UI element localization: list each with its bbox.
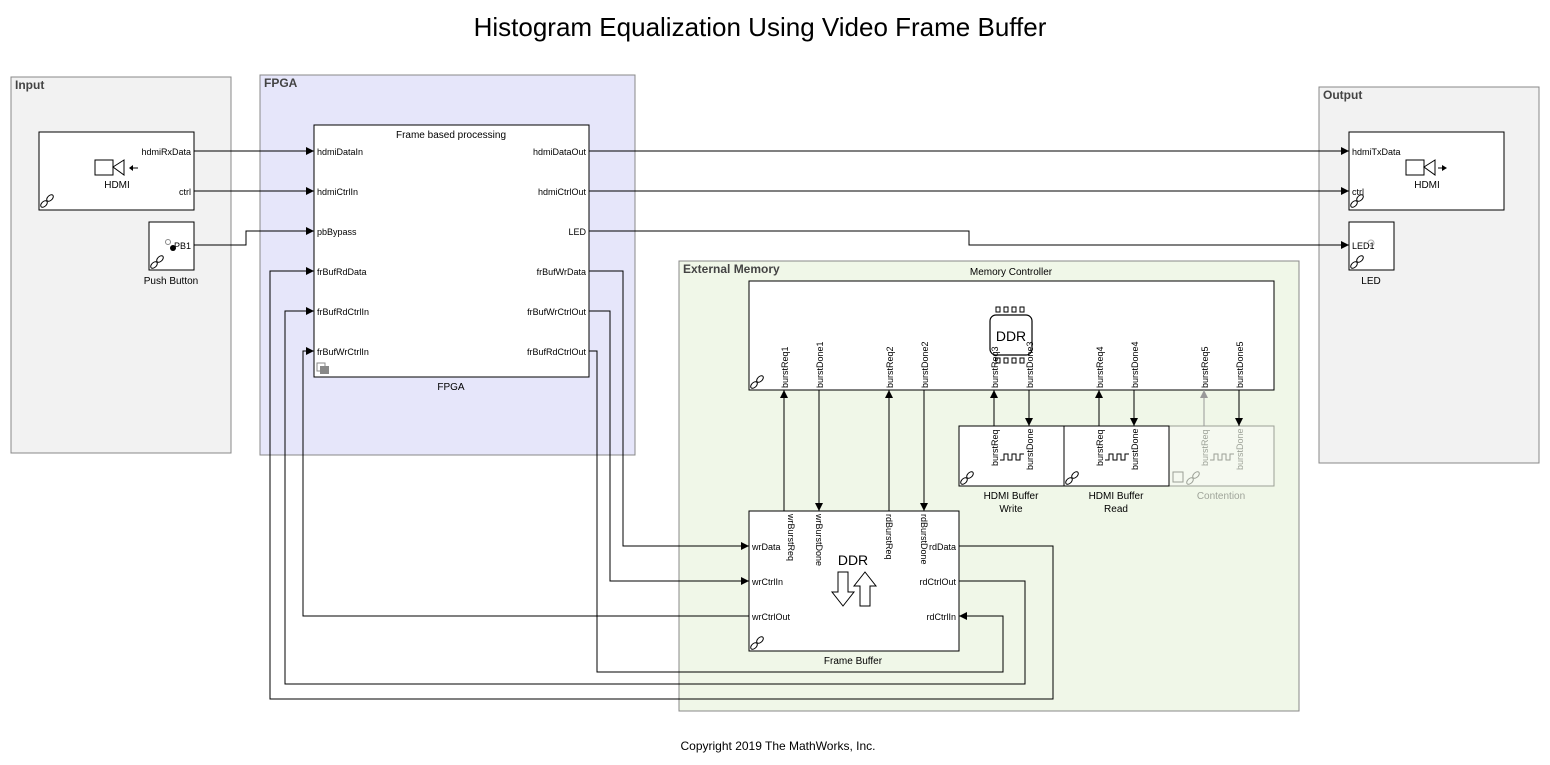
port-burstDone: burstDone (1130, 428, 1140, 470)
port-ctrl-out: ctrl (1352, 187, 1364, 197)
led-block[interactable]: LED1 LED (1348, 221, 1395, 287)
port-hdmiRxData: hdmiRxData (141, 147, 191, 157)
contention-caption: Contention (1197, 491, 1245, 502)
port-wrData: wrData (751, 542, 781, 552)
port-hdmiDataIn: hdmiDataIn (317, 147, 363, 157)
hdmi-input-block[interactable]: hdmiRxData ctrl HDMI (38, 131, 195, 211)
svg-text:DDR: DDR (838, 552, 868, 568)
port-burstDone4: burstDone4 (1130, 341, 1140, 388)
port-burstReq: burstReq (1200, 429, 1210, 466)
port-burstReq4: burstReq4 (1095, 346, 1105, 388)
port-burstDone2: burstDone2 (920, 341, 930, 388)
port-ctrl: ctrl (179, 187, 191, 197)
frame-buffer-block[interactable]: wrData wrCtrlIn wrCtrlOut rdData rdCtrlO… (748, 510, 960, 667)
hdmi-buffer-read-block[interactable]: burstReq burstDone HDMI Buffer Read (1063, 425, 1170, 515)
subsystem-icon (316, 362, 329, 374)
port-rdBurstDone: rdBurstDone (919, 514, 929, 565)
fpga-block-caption: FPGA (437, 382, 465, 393)
port-frBufRdData: frBufRdData (317, 267, 367, 277)
port-burstReq3: burstReq3 (990, 346, 1000, 388)
fpga-block-title: Frame based processing (396, 130, 506, 141)
port-rdCtrlIn: rdCtrlIn (926, 612, 956, 622)
memory-controller-block[interactable]: Memory Controller DDR burstReq1 burstDon… (748, 267, 1275, 391)
pulse-icon (1105, 453, 1129, 461)
port-burstDone1: burstDone1 (815, 341, 825, 388)
port-frBufRdCtrlOut: frBufRdCtrlOut (527, 347, 587, 357)
pulse-icon (1210, 453, 1234, 461)
frame-buffer-caption: Frame Buffer (824, 656, 883, 667)
hdmi-buffer-read-caption-2: Read (1104, 504, 1128, 515)
port-burstDone3: burstDone3 (1025, 341, 1035, 388)
port-burstReq: burstReq (990, 429, 1000, 466)
port-LED: LED (568, 227, 586, 237)
external-memory-area-title: External Memory (683, 262, 780, 276)
push-button-icon (165, 239, 176, 251)
led-caption: LED (1361, 276, 1380, 287)
port-wrBurstReq: wrBurstReq (786, 513, 796, 561)
port-rdBurstReq: rdBurstReq (884, 514, 894, 560)
port-burstReq2: burstReq2 (885, 346, 895, 388)
hdmi-buffer-write-caption-2: Write (999, 504, 1023, 515)
port-burstDone: burstDone (1025, 428, 1035, 470)
fpga-area-title: FPGA (264, 76, 298, 90)
camera-icon (94, 159, 138, 176)
hdmi-output-block[interactable]: hdmiTxData ctrl HDMI (1348, 131, 1505, 211)
port-burstDone: burstDone (1235, 428, 1245, 470)
hdmi-buffer-write-block[interactable]: burstReq burstDone HDMI Buffer Write (958, 425, 1065, 515)
camera-icon (1405, 159, 1447, 176)
port-rdData: rdData (929, 542, 956, 552)
page-title: Histogram Equalization Using Video Frame… (474, 12, 1047, 42)
copyright-text: Copyright 2019 The MathWorks, Inc. (681, 739, 876, 753)
port-burstDone5: burstDone5 (1235, 341, 1245, 388)
port-wrBurstDone: wrBurstDone (814, 513, 824, 566)
hdmi-buffer-write-caption-1: HDMI Buffer (984, 491, 1039, 502)
push-button-caption: Push Button (144, 276, 198, 287)
port-hdmiCtrlIn: hdmiCtrlIn (317, 187, 358, 197)
port-rdCtrlOut: rdCtrlOut (919, 577, 956, 587)
signal-lines (194, 147, 1349, 700)
port-hdmiDataOut: hdmiDataOut (533, 147, 587, 157)
port-pbBypass: pbBypass (317, 227, 357, 237)
fpga-block[interactable]: Frame based processing hdmiDataIn hdmiCt… (313, 124, 590, 393)
ddr-arrows-icon: DDR (830, 552, 878, 607)
port-frBufWrData: frBufWrData (537, 267, 586, 277)
port-frBufRdCtrlIn: frBufRdCtrlIn (317, 307, 369, 317)
port-wrCtrlIn: wrCtrlIn (751, 577, 783, 587)
contention-block[interactable]: burstReq burstDone Contention (1168, 425, 1275, 502)
output-area-title: Output (1323, 88, 1362, 102)
hdmi-input-caption: HDMI (104, 180, 130, 191)
port-burstReq: burstReq (1095, 429, 1105, 466)
port-hdmiCtrlOut: hdmiCtrlOut (538, 187, 587, 197)
led-label: LED1 (1352, 241, 1375, 251)
push-button-label: PB1 (174, 241, 191, 251)
push-button-block[interactable]: PB1 Push Button (144, 221, 198, 287)
led-icon (1367, 239, 1375, 247)
hdmi-buffer-read-caption-1: HDMI Buffer (1089, 491, 1144, 502)
input-area-title: Input (15, 78, 44, 92)
port-wrCtrlOut: wrCtrlOut (751, 612, 790, 622)
port-burstReq5: burstReq5 (1200, 346, 1210, 388)
port-frBufWrCtrlOut: frBufWrCtrlOut (527, 307, 586, 317)
hdmi-output-caption: HDMI (1414, 180, 1440, 191)
port-frBufWrCtrlIn: frBufWrCtrlIn (317, 347, 369, 357)
port-hdmiTxData: hdmiTxData (1352, 147, 1401, 157)
svg-text:DDR: DDR (996, 328, 1026, 344)
memory-controller-title: Memory Controller (970, 267, 1053, 278)
commented-out-icon (1172, 471, 1184, 483)
ddr-chip-icon: DDR (989, 306, 1033, 364)
port-burstReq1: burstReq1 (780, 346, 790, 388)
pulse-icon (1000, 453, 1024, 461)
